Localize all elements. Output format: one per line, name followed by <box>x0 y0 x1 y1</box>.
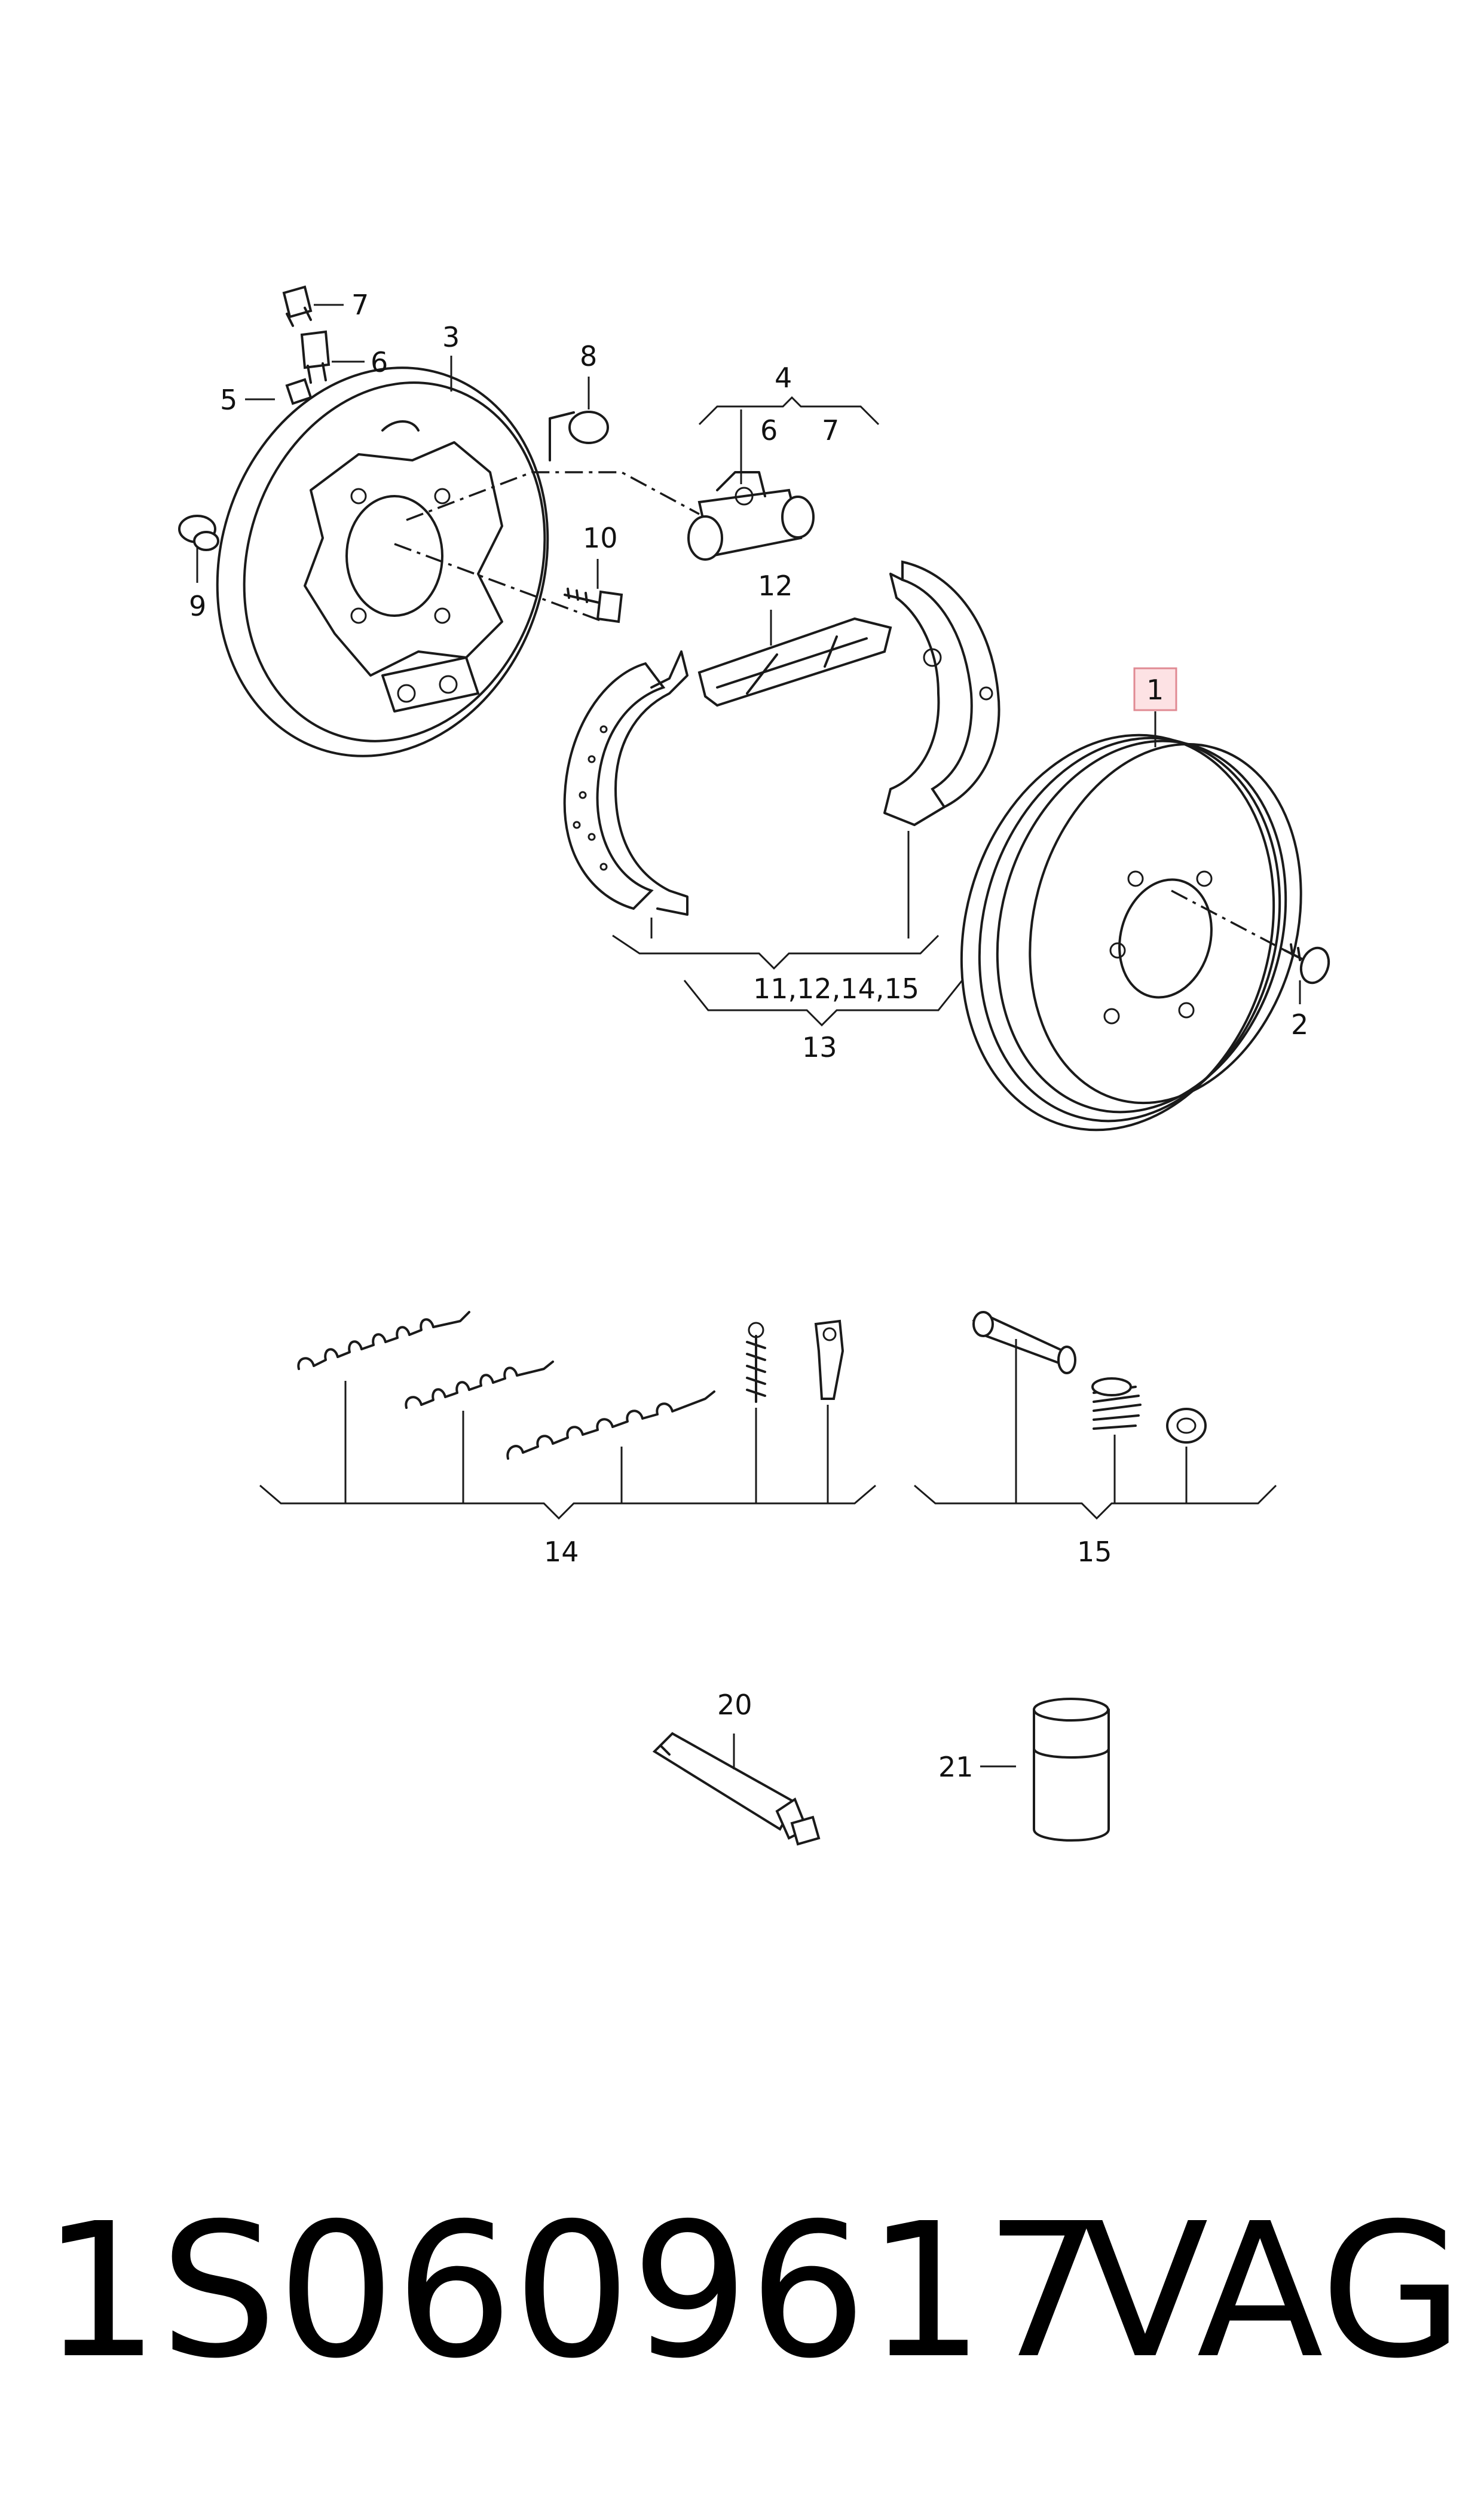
wheel-cylinder-part <box>687 471 815 561</box>
drum-screw-part <box>1284 943 1330 985</box>
callout-label: 2 <box>1291 1008 1308 1041</box>
callout-label: 1 <box>1146 674 1164 706</box>
grommet-part <box>178 515 219 551</box>
callout-label: 5 <box>220 384 237 416</box>
brake-shoe-right-part <box>883 560 1000 826</box>
callout-label: 15 <box>1077 1536 1112 1568</box>
callout-label: 8 <box>580 340 597 372</box>
callout-label: 20 <box>717 1689 752 1721</box>
pin-kit-part <box>972 1311 1207 1444</box>
can-part <box>1033 1698 1110 1842</box>
callout-label: 12 <box>758 570 793 602</box>
callout-label: 9 <box>189 590 206 622</box>
bleed-screw-part <box>282 285 313 327</box>
callout-label: 3 <box>442 321 460 353</box>
highlight-box <box>1133 667 1177 711</box>
callout-label: 21 <box>938 1751 974 1783</box>
brake-drum-part <box>960 733 1302 1132</box>
callout-label: 6 <box>371 346 388 378</box>
brand-name: VAG <box>1082 2184 1464 2399</box>
brake-shoe-left-part <box>563 650 689 916</box>
callout-label: 13 <box>802 1031 837 1063</box>
callout-label: 7 <box>822 414 839 447</box>
spring-kit-part <box>297 1311 844 1460</box>
callout-label: 4 <box>775 362 792 394</box>
valve-part <box>300 330 331 384</box>
part-number: 1S0609617 <box>42 2184 1103 2399</box>
callout-label: 10 <box>583 522 618 554</box>
callout-label: 7 <box>351 289 369 321</box>
plug-part <box>568 411 609 444</box>
callout-label: 11,12,14,15 <box>753 973 919 1005</box>
strut-part <box>697 617 892 707</box>
grease-tube-part <box>652 1732 821 1846</box>
bolt-part <box>564 588 623 623</box>
callout-label: 14 <box>544 1536 579 1568</box>
callout-label: 6 <box>760 414 778 447</box>
cap-part <box>285 378 313 405</box>
